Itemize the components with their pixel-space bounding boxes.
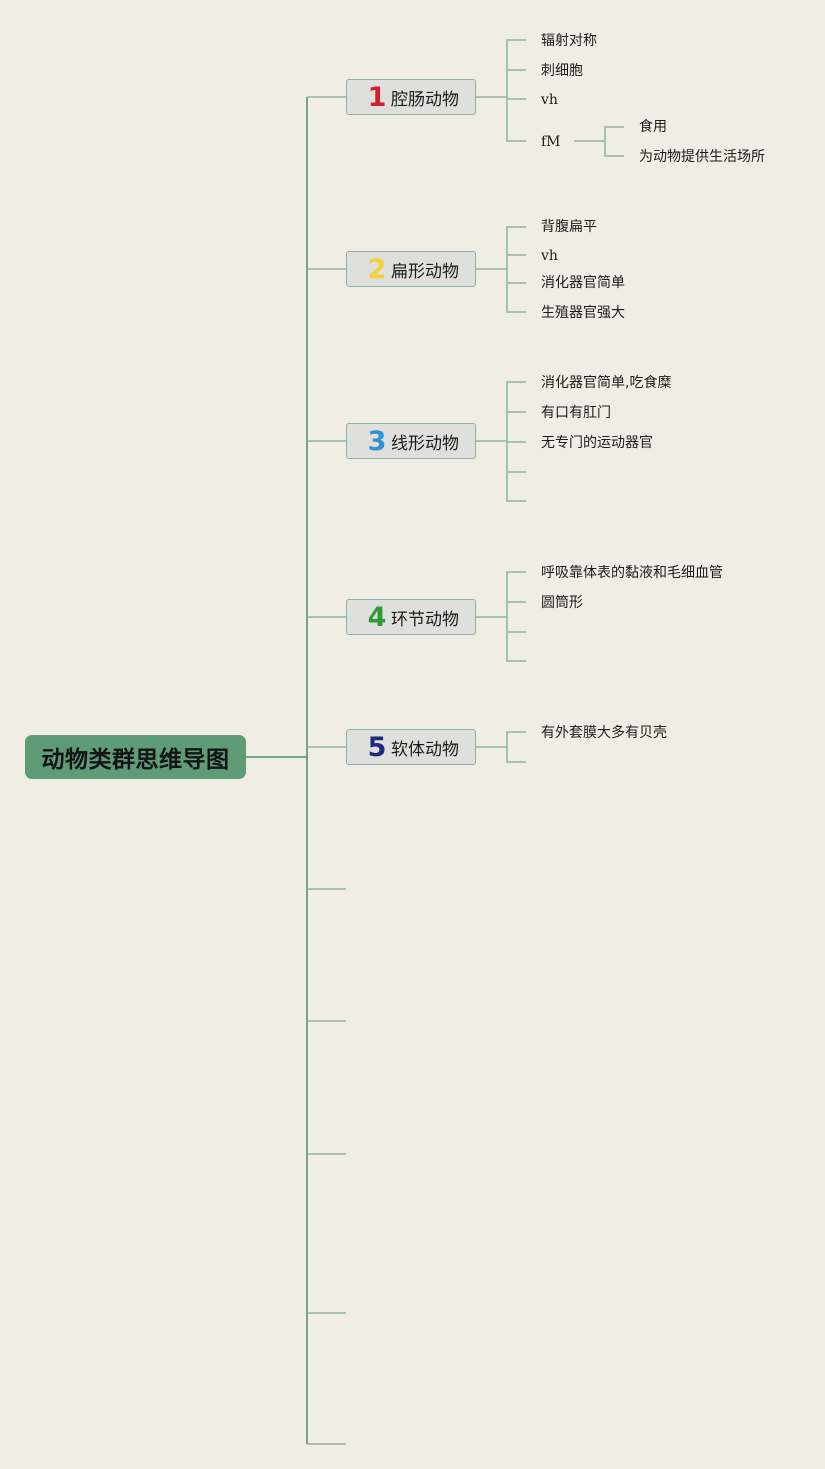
root-node[interactable]: 动物类群思维导图: [25, 735, 246, 779]
root-label: 动物类群思维导图: [41, 747, 230, 773]
sub-leaf-node[interactable]: 为动物提供生活场所: [639, 149, 765, 165]
leaf-node[interactable]: 消化器官简单: [541, 275, 625, 291]
leaf-node[interactable]: vh: [541, 92, 558, 108]
leaf-node[interactable]: 辐射对称: [541, 33, 597, 49]
leaf-node[interactable]: 无专门的运动器官: [541, 435, 653, 451]
leaf-node[interactable]: 刺细胞: [541, 63, 583, 79]
leaf-node[interactable]: 背腹扁平: [541, 219, 597, 235]
branch-node-annelida[interactable]: 4 环节动物: [346, 599, 476, 635]
leaf-node[interactable]: 呼吸靠体表的黏液和毛细血管: [541, 565, 723, 581]
branch-node-coelenterata[interactable]: 1 腔肠动物: [346, 79, 476, 115]
leaf-node[interactable]: fM: [541, 134, 561, 150]
branch-2-bracket: [506, 226, 526, 313]
sub-bracket: [604, 126, 624, 157]
branch-label: 软体动物: [391, 739, 459, 760]
leaf-node[interactable]: vh: [541, 248, 558, 264]
branch-1-bracket: [506, 39, 526, 142]
leaf-node[interactable]: 消化器官简单,吃食糜: [541, 375, 672, 391]
branch-label: 环节动物: [391, 609, 459, 630]
leaf-node[interactable]: 生殖器官强大: [541, 305, 625, 321]
branch-label: 腔肠动物: [391, 89, 459, 110]
branch-node-platyhelminthes[interactable]: 2 扁形动物: [346, 251, 476, 287]
number-badge-4: 4: [367, 601, 387, 633]
sub-leaf-node[interactable]: 食用: [639, 119, 667, 135]
number-badge-1: 1: [367, 81, 387, 113]
branch-label: 线形动物: [391, 433, 459, 454]
number-badge-5: 5: [367, 731, 387, 763]
branch-5-bracket: [506, 731, 526, 763]
branch-node-nematoda[interactable]: 3 线形动物: [346, 423, 476, 459]
branch-node-mollusca[interactable]: 5 软体动物: [346, 729, 476, 765]
leaf-node[interactable]: 有外套膜大多有贝壳: [541, 725, 667, 741]
branch-4-bracket: [506, 571, 526, 662]
number-badge-3: 3: [367, 425, 387, 457]
branch-label: 扁形动物: [391, 261, 459, 282]
leaf-node[interactable]: 圆筒形: [541, 595, 583, 611]
leaf-node[interactable]: 有口有肛门: [541, 405, 611, 421]
number-badge-2: 2: [367, 253, 387, 285]
